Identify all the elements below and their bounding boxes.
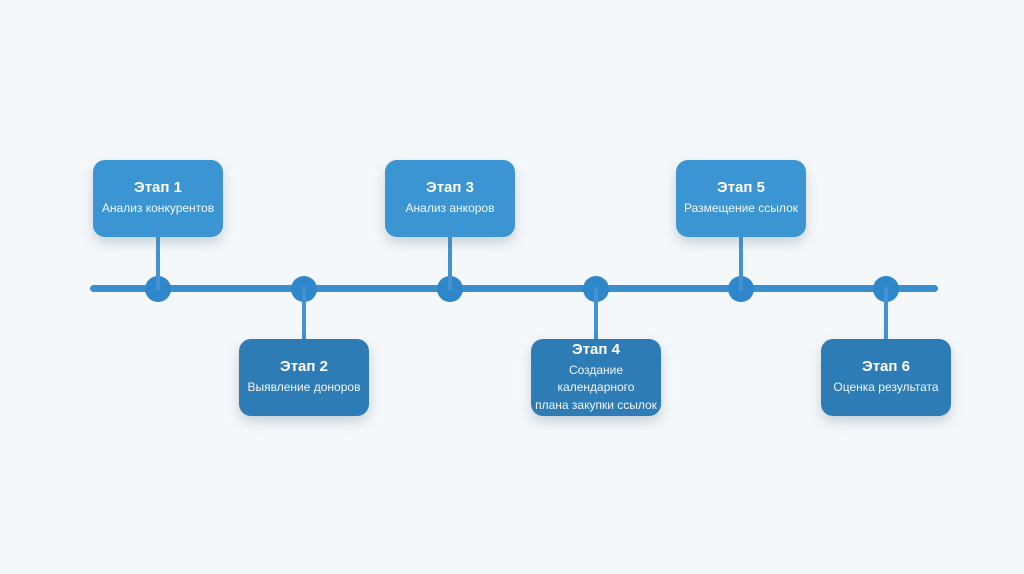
- stage-connector-line: [302, 286, 306, 349]
- stage-connector-line: [448, 227, 452, 291]
- stage-title: Этап 6: [862, 358, 910, 376]
- stage-connector-line: [156, 227, 160, 291]
- stage-subtitle: Создание календарного плана закупки ссыл…: [535, 362, 657, 412]
- stage-card: Этап 4 Создание календарного плана закуп…: [531, 339, 661, 416]
- stage-title: Этап 4: [572, 340, 620, 358]
- stage-title: Этап 2: [280, 358, 328, 376]
- stage-card: Этап 2 Выявление доноров: [239, 339, 369, 416]
- stage-subtitle: Оценка результата: [833, 380, 939, 395]
- stage-card: Этап 5 Размещение ссылок: [676, 160, 806, 237]
- stage-card: Этап 6 Оценка результата: [821, 339, 951, 416]
- stage-subtitle: Выявление доноров: [247, 380, 361, 395]
- stage-connector-line: [739, 227, 743, 291]
- stage-card: Этап 1 Анализ конкурентов: [93, 160, 223, 237]
- stage-title: Этап 3: [426, 179, 474, 197]
- stage-subtitle: Анализ конкурентов: [101, 201, 215, 216]
- stage-connector-line: [884, 286, 888, 349]
- stage-title: Этап 1: [134, 179, 182, 197]
- timeline-axis-line: [90, 285, 938, 292]
- stage-connector-line: [594, 286, 598, 349]
- stage-title: Этап 5: [717, 179, 765, 197]
- stage-card: Этап 3 Анализ анкоров: [385, 160, 515, 237]
- stage-subtitle: Размещение ссылок: [683, 201, 798, 216]
- stage-subtitle: Анализ анкоров: [405, 201, 495, 216]
